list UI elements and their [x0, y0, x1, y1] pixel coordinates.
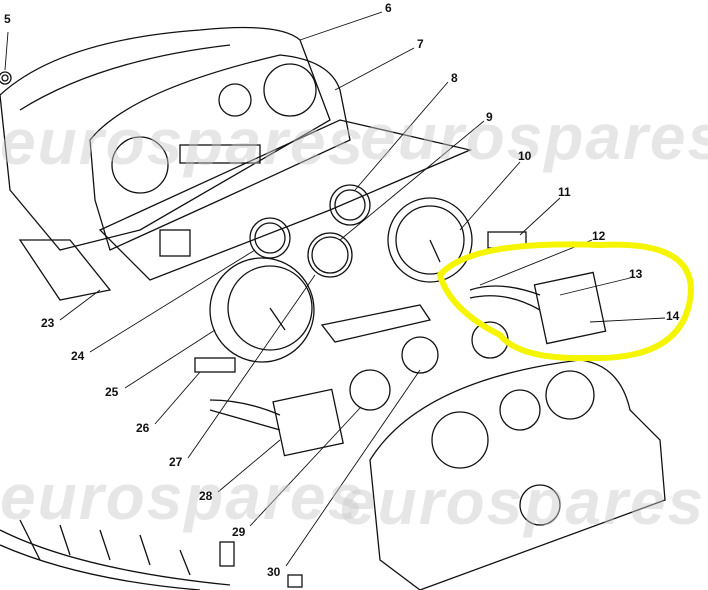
dash-panel-lower	[369, 359, 666, 590]
label-6: 6	[385, 1, 392, 15]
small-gauges	[349, 321, 509, 411]
label-5: 5	[4, 12, 11, 26]
part-24-gauge	[249, 217, 291, 259]
watermark-3: eurospares	[0, 461, 366, 533]
label-23: 23	[41, 316, 55, 330]
part-28-switch-panel	[209, 388, 344, 457]
label-11: 11	[558, 185, 571, 199]
label-14: 14	[666, 309, 680, 323]
label-26: 26	[136, 421, 150, 435]
label-9: 9	[486, 110, 493, 124]
wiring-harness	[0, 519, 303, 590]
label-29: 29	[232, 525, 246, 539]
label-28: 28	[199, 489, 213, 503]
label-8: 8	[451, 71, 458, 85]
label-13: 13	[629, 267, 643, 281]
switch-strip	[320, 304, 432, 343]
part-6-binnacle-hood	[0, 26, 331, 251]
part-5-nut	[0, 71, 12, 85]
label-24: 24	[71, 349, 85, 363]
part-8-gauge	[329, 184, 371, 226]
part-10-tachometer	[387, 197, 473, 283]
label-27: 27	[169, 455, 183, 469]
label-7: 7	[417, 37, 424, 51]
part-25-speedometer	[209, 257, 315, 363]
watermark-2: eurospares	[360, 101, 708, 173]
label-25: 25	[105, 385, 119, 399]
part-9-bezel	[307, 232, 353, 278]
label-30: 30	[267, 565, 281, 579]
highlight-circle	[436, 241, 694, 362]
part-13-14-switch-panel	[469, 271, 607, 345]
part-7-instrument-panel	[18, 54, 473, 301]
label-12: 12	[592, 229, 606, 243]
leader-lines	[4, 11, 666, 567]
part-26-switch	[194, 357, 236, 373]
watermark-1: eurospares	[0, 106, 366, 178]
label-10: 10	[518, 149, 532, 163]
watermark-4: eurospares	[340, 466, 706, 538]
